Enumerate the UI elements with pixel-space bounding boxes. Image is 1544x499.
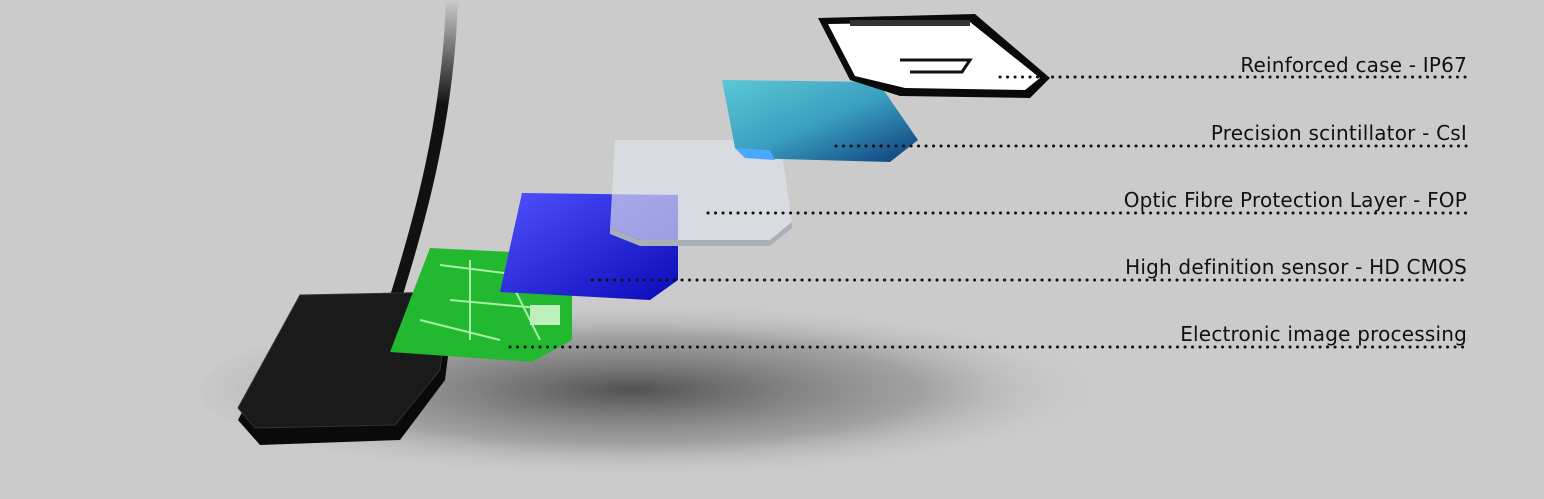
label-electronic-image-processing: Electronic image processing (1180, 322, 1467, 346)
label-precision-scintillator: Precision scintillator - CsI (1210, 121, 1467, 145)
label-optic-fibre-protection: Optic Fibre Protection Layer - FOP (1123, 188, 1467, 212)
reinforced-case-layer (818, 14, 1050, 98)
label-reinforced-case: Reinforced case - IP67 (1240, 53, 1467, 77)
cable (389, 0, 458, 302)
label-hd-cmos-sensor: High definition sensor - HD CMOS (1125, 255, 1467, 279)
fop-layer (610, 140, 792, 246)
leader-lines (508, 75, 1469, 349)
scintillator-layer (722, 80, 918, 162)
